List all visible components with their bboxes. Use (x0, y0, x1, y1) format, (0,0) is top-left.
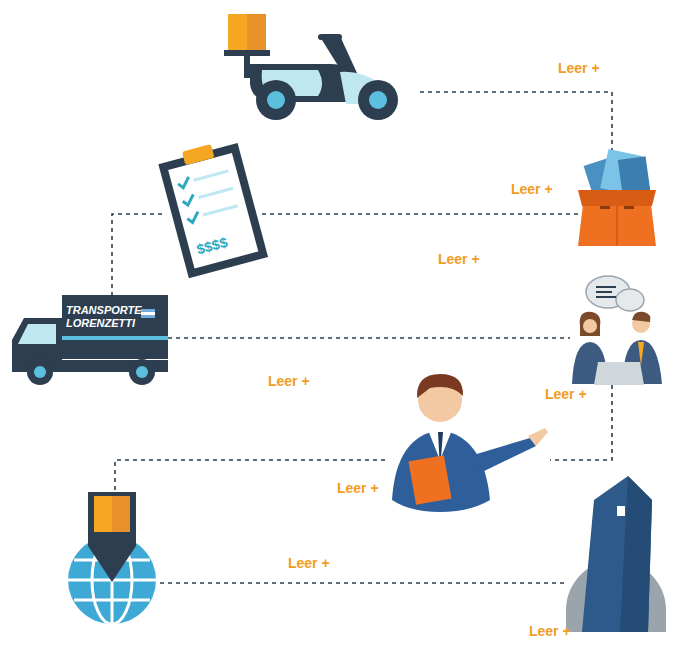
connector-line (262, 213, 578, 215)
dashed-connector (168, 338, 570, 339)
icon-node: Leer + (65, 490, 160, 624)
presenter-icon (385, 370, 548, 512)
read-more-link: Leer + (545, 386, 587, 402)
connector-line (112, 214, 162, 295)
globe-icon (68, 492, 156, 624)
meeting-icon (572, 276, 662, 385)
clipboard-icon (157, 137, 268, 278)
connector-line (420, 92, 612, 150)
read-more-link: Leer + (337, 480, 379, 496)
truck-brand: TRANSPORTE LORENZETTI (66, 304, 146, 330)
dashed-connector (112, 214, 162, 295)
connector-line (160, 582, 565, 584)
dashed-connector (262, 214, 578, 215)
truck-icon (12, 295, 168, 385)
read-more-link: Leer + (511, 181, 553, 197)
read-more-link: Leer + (288, 555, 330, 571)
connector-line (168, 337, 570, 339)
scooter-icon (224, 14, 398, 120)
read-more-link: Leer + (558, 60, 600, 76)
icon-node: Leer + (565, 475, 665, 635)
read-more-link: Leer + (438, 251, 480, 267)
icon-node: Leer + (570, 275, 665, 385)
icon-node: Leer + (222, 12, 398, 122)
bag-icon (578, 149, 656, 246)
read-more-link: Leer + (529, 623, 571, 639)
dashed-connector (160, 583, 565, 584)
icon-node: Leer + (578, 150, 656, 246)
read-more-link: Leer + (268, 373, 310, 389)
dashed-connector (420, 92, 612, 150)
icon-node: Leer + (385, 370, 550, 512)
building-icon (566, 476, 666, 632)
